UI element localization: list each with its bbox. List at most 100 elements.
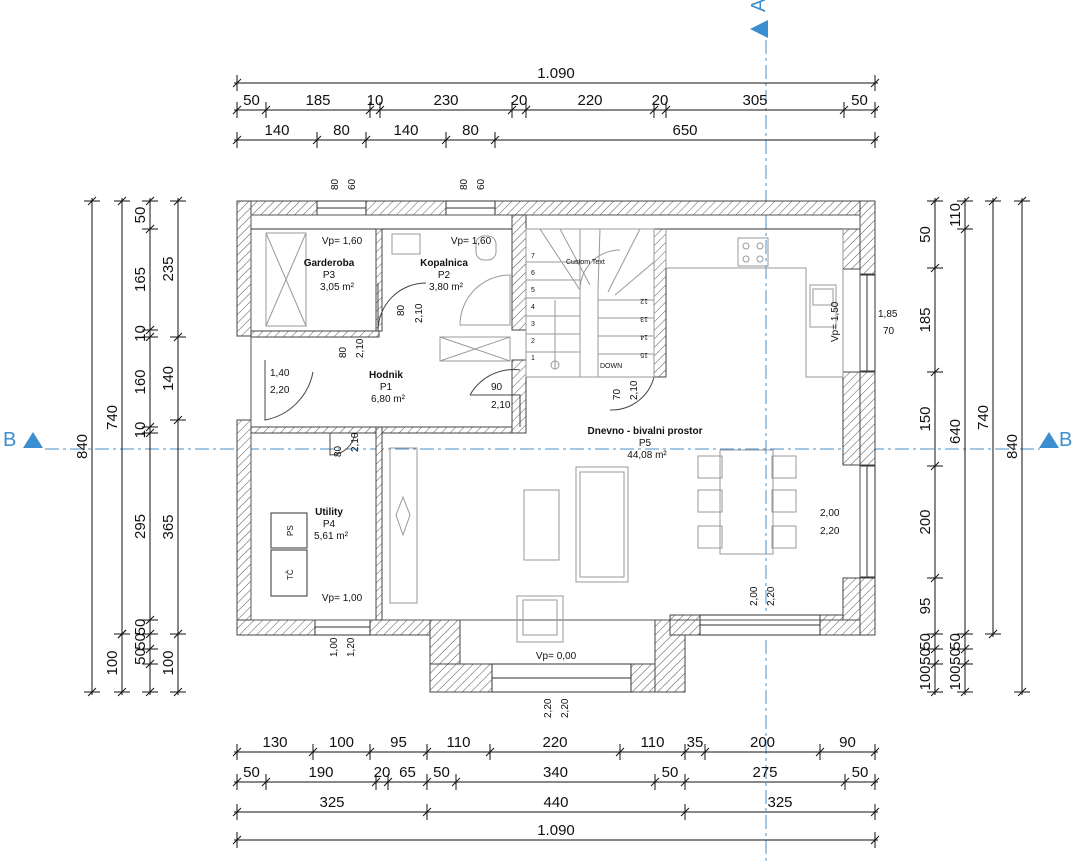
stair-step-number: 5 <box>531 287 535 294</box>
bottom-row2-label: 65 <box>399 764 416 781</box>
bathroom-fixtures <box>265 232 511 362</box>
stair-step-number: 3 <box>531 321 535 328</box>
doors <box>264 282 655 456</box>
kitchen-vp-label: Vp= 1,50 <box>830 301 841 342</box>
bottom-door-h: 2,20 <box>766 586 777 606</box>
bottom-row1-label: 110 <box>641 734 665 751</box>
top-row2-label: 50 <box>243 92 260 109</box>
left-col4-label: 140 <box>160 366 177 391</box>
left-col3-label: 10 <box>132 422 149 439</box>
right-col2-label: 100 <box>947 665 964 690</box>
right-col2-label: 50 <box>947 648 964 665</box>
top-row2-label: 50 <box>851 92 868 109</box>
bottom-row1-label: 110 <box>447 734 471 751</box>
room-hodnik-area: 6,80 m² <box>371 394 406 405</box>
bottom-row3-label: 440 <box>543 794 568 811</box>
right-col2-label: 640 <box>947 419 964 444</box>
top-row3-label: 140 <box>393 122 418 139</box>
room-utility-code: P4 <box>323 519 336 530</box>
top-row2-label: 305 <box>742 92 767 109</box>
appliance-ps-label: PS <box>286 525 295 536</box>
right-col2-label: 110 <box>947 203 964 227</box>
garderoba-door-w: 80 <box>396 304 407 316</box>
bottom-total-label: 1.090 <box>537 822 575 839</box>
stair-step-number: 14 <box>640 333 648 340</box>
top-row2-label: 20 <box>511 92 528 109</box>
right-col1-label: 185 <box>917 307 934 332</box>
bottom-row1-label: 90 <box>839 734 856 751</box>
right-window-h: 70 <box>883 326 895 337</box>
bottom-row2-label: 50 <box>433 764 450 781</box>
left-col3-label: 50 <box>132 633 149 650</box>
bottom-row1-label: 200 <box>750 734 775 751</box>
entry-w: 1,40 <box>270 368 290 379</box>
top-window1-w: 60 <box>347 178 358 190</box>
section-b-left-label: B <box>3 429 16 451</box>
stair-step-number: 15 <box>640 351 648 358</box>
right-total-label: 840 <box>1004 434 1021 459</box>
stair-step-number: 6 <box>531 270 535 277</box>
hodnik-door-w: 80 <box>338 346 349 358</box>
top-row2-label: 185 <box>305 92 330 109</box>
bottom-row1-label: 100 <box>329 734 354 751</box>
right-col1-label: 50 <box>917 648 934 665</box>
bottom-row3-label: 325 <box>319 794 344 811</box>
left-col3-label: 10 <box>132 325 149 342</box>
bottom-row1-label: 95 <box>390 734 407 751</box>
entry-h: 2,20 <box>270 385 290 396</box>
room-utility-name: Utility <box>315 507 343 518</box>
left-740-label: 740 <box>104 405 121 430</box>
right-col1-label: 95 <box>917 598 934 615</box>
stair-step-number: 7 <box>531 253 535 260</box>
room-dnevno-area: 44,08 m² <box>627 450 667 461</box>
room-hodnik-code: P1 <box>380 382 393 393</box>
right-col1-label: 200 <box>917 509 934 534</box>
stair-door-h: 2,10 <box>629 380 640 400</box>
top-row2-label: 230 <box>433 92 458 109</box>
bottom-row2-label: 20 <box>374 764 391 781</box>
top-total-label: 1.090 <box>537 65 575 82</box>
utility-door-h: 2,10 <box>350 432 361 452</box>
room-utility-area: 5,61 m² <box>314 531 349 542</box>
top-row3-label: 80 <box>462 122 479 139</box>
stair-down-label: DOWN <box>600 363 622 370</box>
left-bottom-100-label: 100 <box>104 650 121 675</box>
kuhinja-door-w: 90 <box>491 382 503 393</box>
top-row3-label: 650 <box>672 122 697 139</box>
top-row3-label: 140 <box>264 122 289 139</box>
right-740-label: 740 <box>975 405 992 430</box>
room-hodnik-name: Hodnik <box>369 370 403 381</box>
stair-custom-text: Custom Text <box>566 259 605 266</box>
appliance-tc-label: TČ <box>286 569 295 580</box>
room-dnevno-vp: Vp= 0,00 <box>536 651 577 662</box>
room-garderoba-code: P3 <box>323 270 336 281</box>
bottom-row2-label: 190 <box>308 764 333 781</box>
front-door-w: 2,20 <box>543 698 554 718</box>
bottom-window-h: 1,20 <box>346 637 357 657</box>
room-labels: Vp= 1,60 Garderoba P3 3,05 m² Vp= 1,60 K… <box>304 236 703 662</box>
left-col3-label: 50 <box>132 648 149 665</box>
room-kopalnica-code: P2 <box>438 270 451 281</box>
top-row2-label: 20 <box>652 92 669 109</box>
room-kopalnica-area: 3,80 m² <box>429 282 464 293</box>
right-col1-label: 50 <box>917 633 934 650</box>
left-col4-label: 235 <box>160 256 177 281</box>
bottom-row2-label: 50 <box>852 764 869 781</box>
left-col3-label: 295 <box>132 514 149 539</box>
stair-step-number: 1 <box>531 355 535 362</box>
section-b-right-marker-icon <box>1039 432 1059 448</box>
kitchen-counter <box>665 229 844 378</box>
room-dnevno-code: P5 <box>639 438 652 449</box>
bottom-row2-label: 50 <box>243 764 260 781</box>
right-col1-label: 100 <box>917 665 934 690</box>
stair-step-number: 12 <box>640 297 648 304</box>
stair-door-w: 70 <box>612 388 623 400</box>
room-garderoba-vp: Vp= 1,60 <box>322 236 363 247</box>
top-row2-label: 220 <box>577 92 602 109</box>
bottom-window-w: 1,00 <box>329 637 340 657</box>
right-door-h: 2,20 <box>820 526 840 537</box>
